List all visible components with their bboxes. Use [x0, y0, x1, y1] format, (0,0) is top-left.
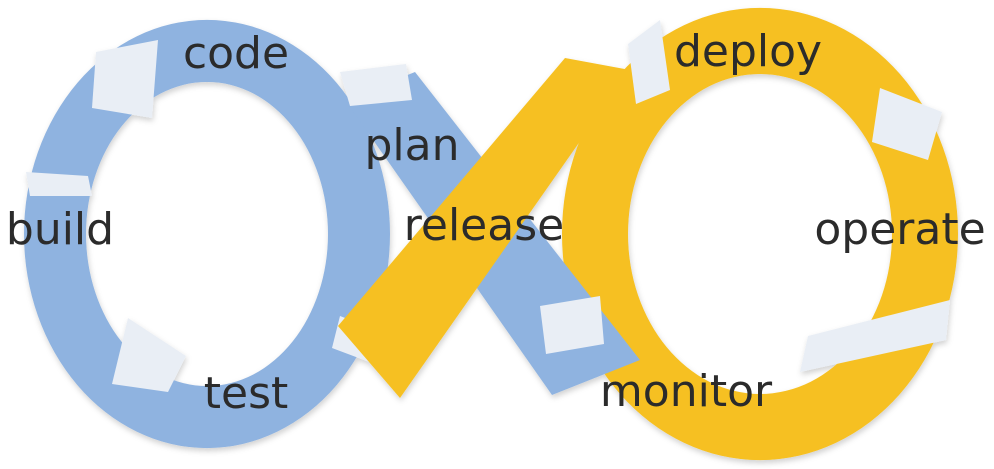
stage-labels: plan code build test release deploy oper…	[6, 26, 986, 419]
stage-label-operate: operate	[814, 204, 985, 255]
infinity-loop	[23, 7, 959, 461]
stage-label-plan: plan	[364, 120, 459, 171]
dev-loop-ring	[23, 19, 391, 449]
stage-label-monitor: monitor	[600, 366, 773, 417]
stage-label-release: release	[404, 200, 564, 251]
stage-label-code: code	[183, 28, 289, 79]
ops-crossing-band	[338, 58, 630, 398]
stage-label-deploy: deploy	[674, 26, 822, 77]
stage-label-test: test	[204, 368, 289, 419]
stage-label-build: build	[6, 204, 114, 255]
segment-separators	[26, 20, 950, 392]
